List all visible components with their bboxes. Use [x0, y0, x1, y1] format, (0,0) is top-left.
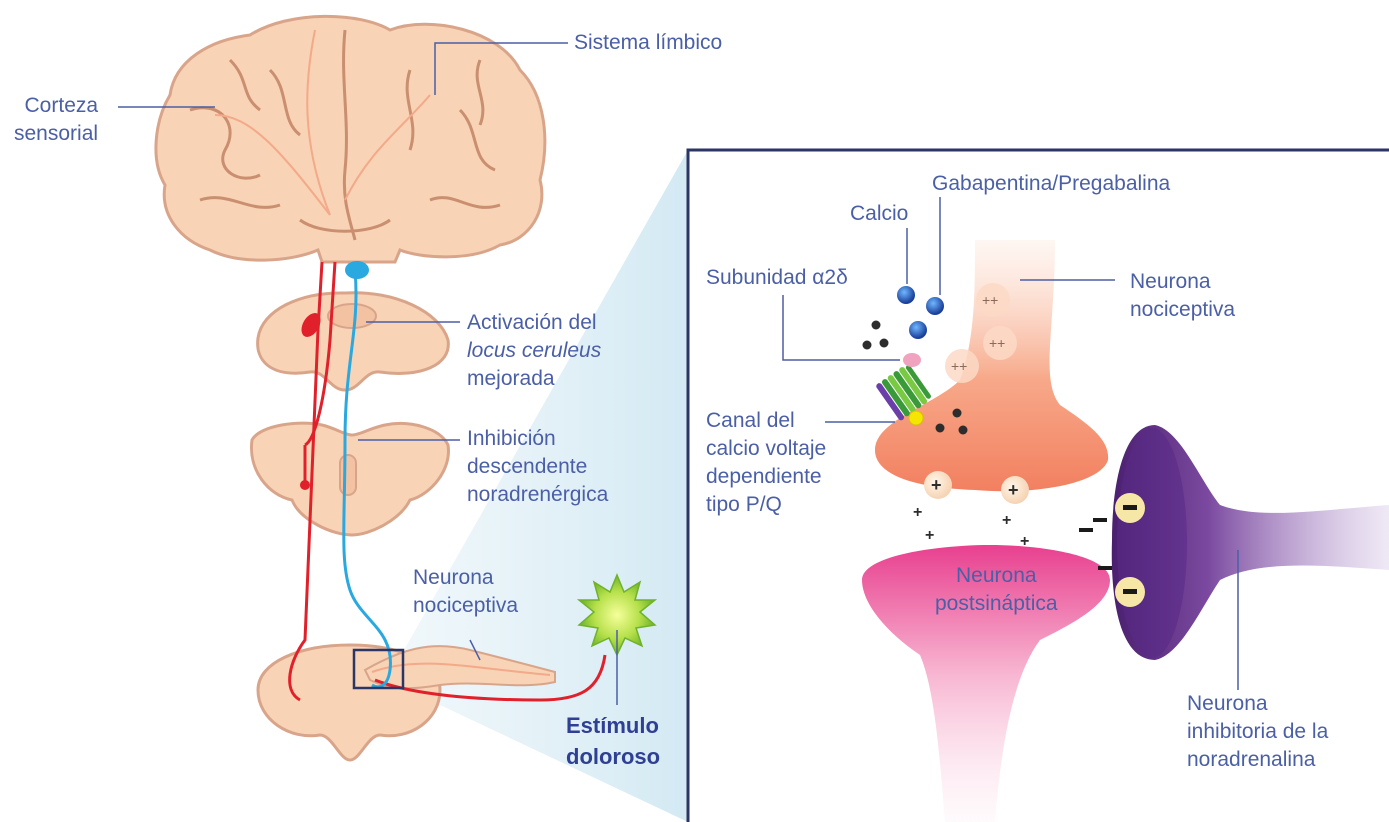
svg-text:++: ++	[951, 358, 967, 374]
svg-text:++: ++	[982, 292, 998, 308]
label-sistema-limbico: Sistema límbico	[574, 29, 722, 57]
label-estimulo-doloroso: Estímulo doloroso	[566, 710, 660, 772]
label-inhibicion-descendente: Inhibición descendente noradrenérgica	[467, 425, 608, 509]
svg-text:+: +	[1008, 480, 1019, 500]
label-neurona-nociceptiva-right: Neurona nociceptiva	[1130, 268, 1235, 324]
channel-pore	[909, 411, 923, 425]
blue-neuron-body	[345, 261, 369, 279]
label-neurona-postsinaptica: Neurona postsináptica	[935, 562, 1058, 618]
svg-text:+: +	[913, 504, 922, 521]
svg-text:++: ++	[989, 335, 1005, 351]
label-canal-calcio: Canal del calcio voltaje dependiente tip…	[706, 407, 826, 519]
label-gabapentina: Gabapentina/Pregabalina	[932, 170, 1170, 198]
svg-text:+: +	[1020, 533, 1029, 550]
red-terminal	[300, 480, 310, 490]
brain	[156, 16, 545, 262]
svg-text:+: +	[931, 475, 942, 495]
label-calcio: Calcio	[850, 200, 908, 228]
label-neurona-inhibitoria: Neurona inhibitoria de la noradrenalina	[1187, 690, 1328, 774]
label-corteza-sensorial: Corteza sensorial	[14, 92, 98, 148]
label-subunidad: Subunidad α2δ	[706, 264, 848, 292]
label-activacion-locus: Activación del locus ceruleus mejorada	[467, 309, 601, 393]
label-neurona-nociceptiva-left: Neurona nociceptiva	[413, 564, 518, 620]
svg-text:+: +	[1002, 512, 1011, 529]
alpha2delta-subunit	[903, 353, 921, 367]
svg-text:+: +	[925, 527, 934, 544]
